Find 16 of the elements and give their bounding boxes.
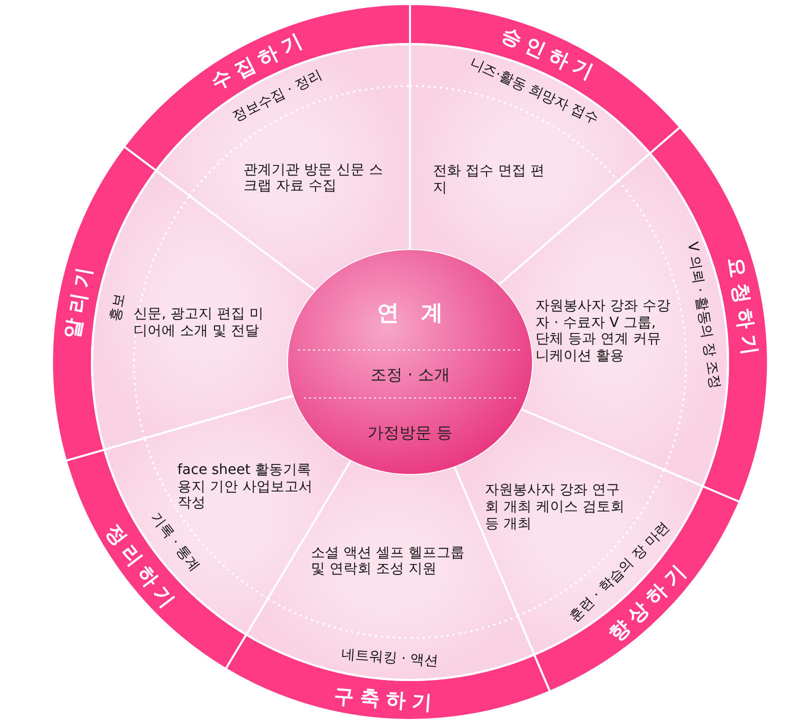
center-text: 가정방문 등 (368, 422, 453, 442)
sector-text: face sheet 활동기록용지 기안 사업보고서 작성 (177, 462, 314, 512)
sector-title: 구축하기 (334, 684, 440, 715)
sector-text: 자원봉사자 강좌 수강자 · 수료자 V 그룹, 단체 등과 연계 커뮤니케이션 활용 (536, 298, 672, 366)
sector-text: 자원봉사자 강좌 연구회 개최 케이스 검토회 등 개최 (484, 482, 625, 532)
sector-title: 알리기 (58, 260, 97, 341)
sector-text: 전화 접수 면접 편지 (432, 163, 546, 197)
sector-title: 요청하기 (724, 256, 764, 362)
sector-subtitle: V 의뢰 · 활동의 장 조정 (684, 240, 724, 390)
sector-text: 소셜 액션 셀프 헬프그룹 및 연락회 조성 지원 (311, 544, 466, 578)
sector-subtitle: 홍보 (107, 292, 129, 324)
sector-subtitle: 네트워킹 · 액션 (340, 646, 439, 670)
center-title: 연계 (377, 301, 465, 328)
sector-text: 신문, 광고지 편집 미디어에 소개 및 전달 (134, 306, 264, 340)
center-text: 조정 · 소개 (370, 364, 450, 384)
sector-text: 관계기관 방문 신문 스크랩 자료 수집 (244, 162, 384, 196)
